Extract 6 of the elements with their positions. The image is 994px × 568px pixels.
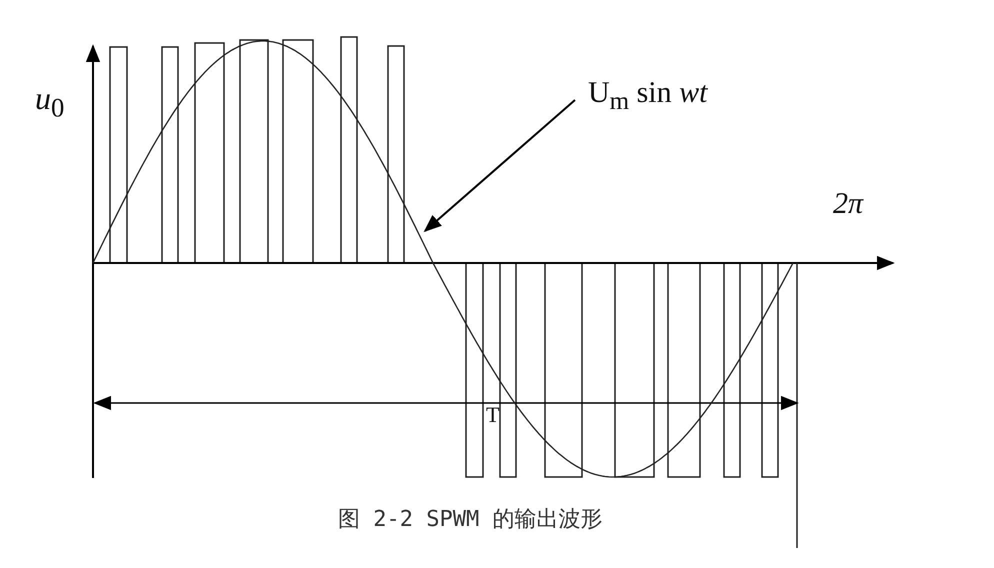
axis-label: 2π — [833, 187, 864, 221]
arrow — [424, 99, 576, 232]
period-label: T — [486, 402, 500, 428]
axis-label: u$_{0}$ — [35, 80, 64, 124]
caption: 图 2-2 SPWM 的输出波形 — [338, 506, 602, 534]
curve-label: U$_{m}$ sin wt — [588, 76, 708, 116]
